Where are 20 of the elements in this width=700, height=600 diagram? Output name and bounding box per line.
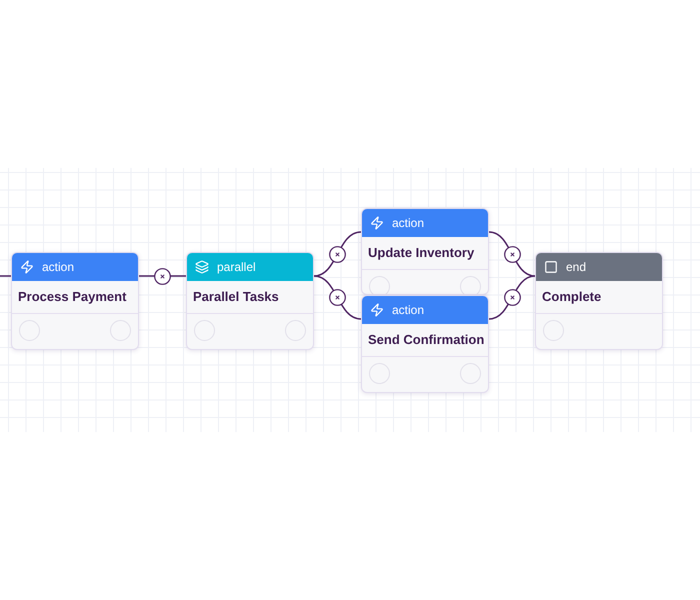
node-title: Parallel Tasks xyxy=(193,289,279,305)
node-title: Complete xyxy=(542,289,602,305)
connector-line xyxy=(488,231,536,277)
node-title: Process Payment xyxy=(18,289,126,305)
connector-line xyxy=(314,275,362,320)
node-type-label: action xyxy=(392,303,424,317)
node-type-label: action xyxy=(42,260,74,274)
node-card xyxy=(186,252,314,350)
node-card xyxy=(535,252,663,350)
node-card xyxy=(11,252,139,350)
node-type-label: end xyxy=(566,260,586,274)
connector-line xyxy=(488,275,536,320)
node-card xyxy=(361,208,489,295)
connector-line xyxy=(314,231,362,277)
connector-line xyxy=(0,275,11,277)
node-title: Update Inventory xyxy=(368,245,474,261)
node-type-label: parallel xyxy=(217,260,256,274)
node-title: Send Confirmation xyxy=(368,332,484,348)
node-type-label: action xyxy=(392,216,424,230)
node-card xyxy=(361,295,489,393)
